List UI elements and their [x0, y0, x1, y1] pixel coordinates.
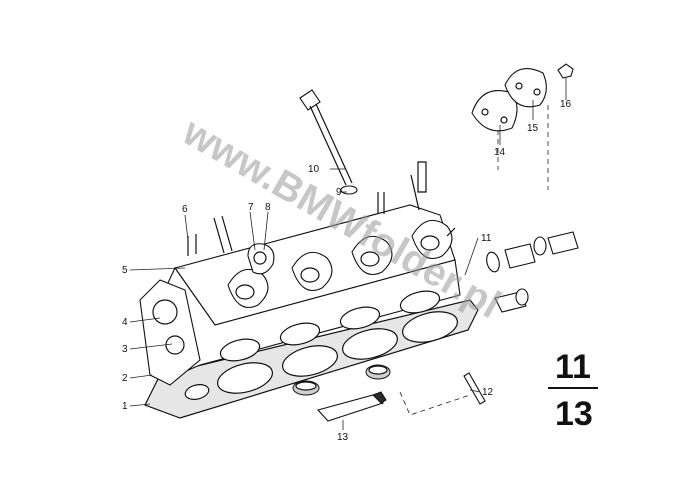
callout-8: 8 [265, 202, 271, 213]
callout-labels: 1 2 3 4 5 6 7 8 9 10 11 12 13 14 15 16 [122, 99, 572, 443]
group-number-bottom: 13 [555, 395, 593, 433]
callout-7: 7 [248, 202, 254, 213]
stud [463, 372, 486, 405]
sleeve-and-cap [247, 243, 275, 275]
seal-rings [292, 364, 391, 396]
callout-3: 3 [122, 344, 128, 355]
group-number: 11 13 [548, 348, 598, 433]
callout-15: 15 [527, 123, 539, 134]
callout-11: 11 [481, 233, 492, 244]
callout-16: 16 [560, 99, 572, 110]
callout-4: 4 [122, 317, 128, 328]
coolant-fittings [486, 231, 579, 313]
sealant-tube [316, 391, 387, 422]
callout-9: 9 [336, 187, 342, 198]
head-gasket [144, 299, 479, 419]
cover-caps [471, 63, 574, 132]
assembly-lines [399, 105, 549, 416]
callout-6: 6 [182, 204, 188, 215]
callout-14: 14 [494, 147, 506, 158]
cylinder-head [139, 161, 461, 386]
leader-lines [129, 78, 567, 430]
group-number-top: 11 [555, 348, 591, 386]
callout-5: 5 [122, 265, 128, 276]
callout-10: 10 [308, 164, 320, 175]
callout-13: 13 [337, 432, 349, 443]
callout-1: 1 [122, 401, 128, 412]
callout-2: 2 [122, 373, 128, 384]
callout-12: 12 [482, 387, 494, 398]
